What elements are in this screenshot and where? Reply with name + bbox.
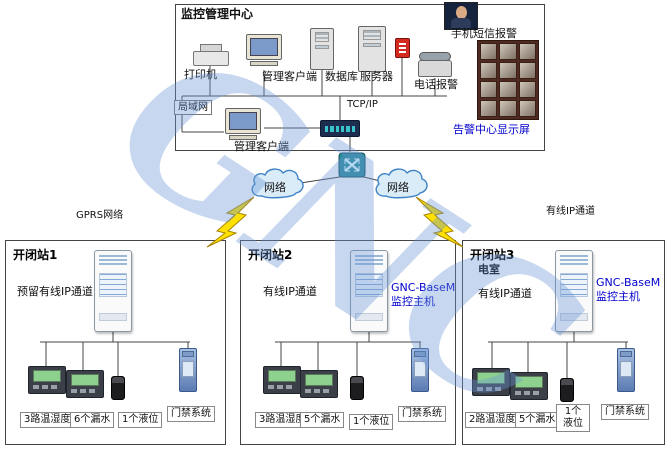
database-label: 数据库 <box>325 70 358 83</box>
cloud-right-label: 网络 <box>387 181 409 194</box>
printer-icon <box>193 44 229 68</box>
wired-channel-label: 有线IP通道 <box>546 206 595 217</box>
station-2-title: 开闭站2 <box>248 248 293 262</box>
access-control-icon <box>179 348 197 392</box>
water-leak-meter-icon <box>66 370 104 398</box>
liquid-level-sensor-icon <box>350 376 364 400</box>
telephone-icon <box>418 52 452 78</box>
client2-label: 管理客户端 <box>234 140 289 153</box>
temp-humidity-label: 2路温湿度 <box>465 412 520 428</box>
client-computer-icon <box>243 34 285 70</box>
station-2-box <box>240 240 456 445</box>
client-computer-2-icon <box>222 108 264 144</box>
access-control-label: 门禁系统 <box>601 404 649 420</box>
alarm-light-icon <box>395 38 410 58</box>
station-1-box <box>5 240 226 445</box>
database-server-icon <box>310 28 334 70</box>
phone-alarm-label: 电话报警 <box>414 78 458 91</box>
access-control-label: 门禁系统 <box>167 406 215 422</box>
control-center-box <box>175 4 545 151</box>
printer-label: 打印机 <box>184 68 217 81</box>
temp-humidity-meter-icon <box>472 368 510 396</box>
liquid-level-label: 1个液位 <box>349 414 394 430</box>
liquid-level-label: 1个液位 <box>118 412 163 428</box>
access-control-icon <box>617 348 635 392</box>
station-2-host-label: GNC-BaseM 监控主机 <box>391 281 456 308</box>
liquid-level-sensor-icon <box>560 378 574 402</box>
client1-label: 管理客户端 <box>262 70 317 83</box>
temp-humidity-meter-icon <box>28 366 66 394</box>
liquid-level-sensor-icon <box>111 376 125 400</box>
water-leak-meter-icon <box>510 372 548 400</box>
network-switch-icon <box>320 120 360 137</box>
station-2-channel-label: 有线IP通道 <box>263 285 317 298</box>
station-3-channel-label: 有线IP通道 <box>478 287 532 300</box>
water-leak-label: 6个漏水 <box>70 412 115 428</box>
temp-humidity-meter-icon <box>263 366 301 394</box>
water-leak-meter-icon <box>300 370 338 398</box>
station-1-title: 开闭站1 <box>13 248 58 262</box>
control-center-title: 监控管理中心 <box>181 7 254 21</box>
station-3-host-label: GNC-BaseM 监控主机 <box>596 276 661 303</box>
monitor-wall-icon <box>477 40 539 120</box>
server-icon <box>358 26 386 72</box>
server-label: 服务器 <box>360 70 393 83</box>
water-leak-label: 5个漏水 <box>300 412 345 428</box>
wall-host-icon <box>555 250 593 332</box>
person-photo <box>444 2 478 30</box>
access-control-icon <box>411 348 429 392</box>
router-switch-icon <box>338 152 366 178</box>
cloud-left-label: 网络 <box>264 181 286 194</box>
station-3-title: 开闭站3 <box>470 248 515 262</box>
gprs-label: GPRS网络 <box>76 210 124 221</box>
sms-alarm-label: 手机短信报警 <box>451 27 517 40</box>
wall-host-icon <box>94 250 132 332</box>
temp-humidity-label: 3路温湿度 <box>20 412 75 428</box>
liquid-level-label: 1个液位 <box>556 404 590 432</box>
display-wall-label: 告警中心显示屏 <box>453 123 530 136</box>
station-3-box <box>462 240 665 445</box>
water-leak-label: 5个漏水 <box>515 412 560 428</box>
wall-host-icon <box>350 250 388 332</box>
access-control-label: 门禁系统 <box>398 406 446 422</box>
station-1-channel-label: 预留有线IP通道 <box>17 285 93 298</box>
lan-label: 局域网 <box>174 100 212 115</box>
tcpip-label: TCP/IP <box>347 99 378 110</box>
station-3-subtitle: 电室 <box>478 263 500 276</box>
